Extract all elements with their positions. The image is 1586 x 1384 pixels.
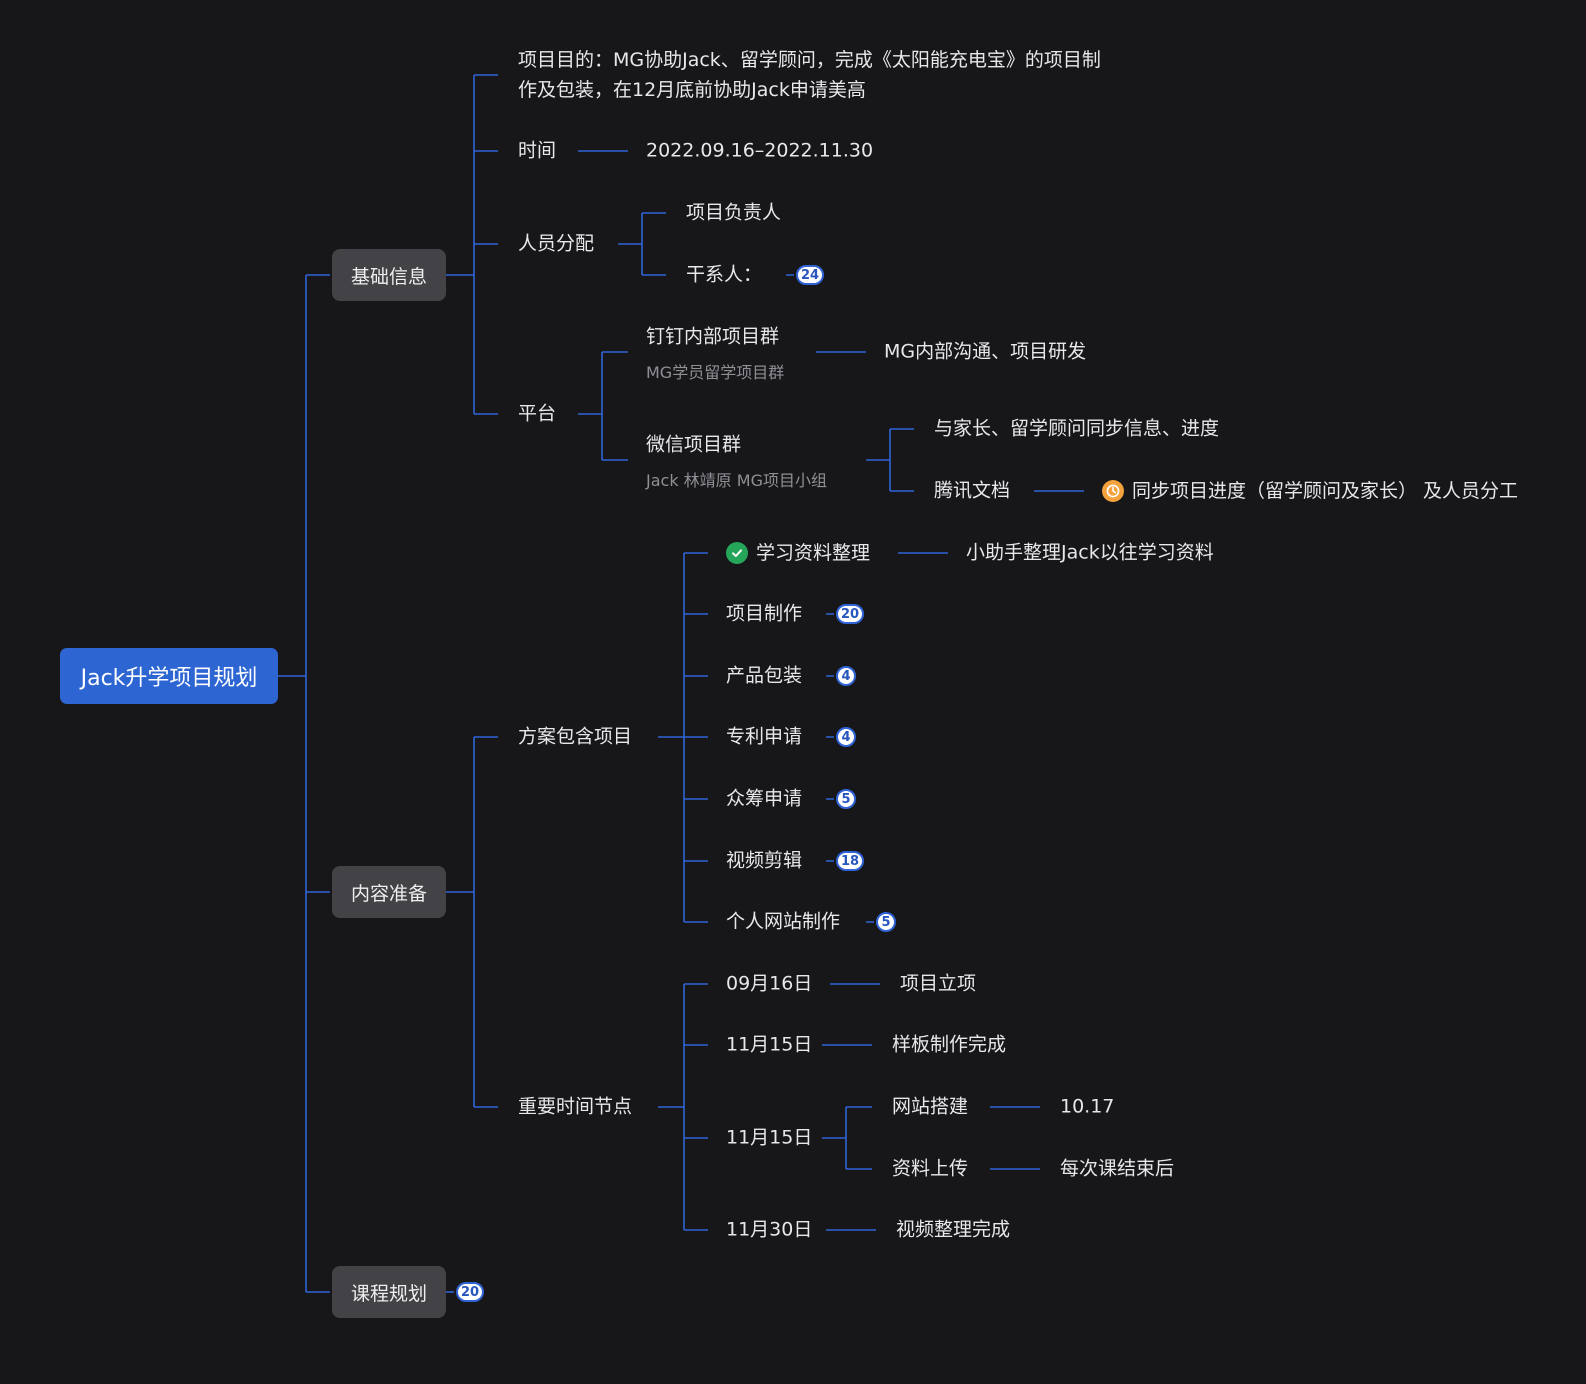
milestones-node[interactable]: 重要时间节点 [518,1095,633,1118]
sync-info-node[interactable]: 与家长、留学顾问同步信息、进度 [934,417,1220,440]
study-materials-detail-node[interactable]: 小助手整理Jack以往学习资料 [966,541,1214,564]
plan-node[interactable]: 方案包含项目 [518,725,633,748]
time-range-node[interactable]: 2022.09.16–2022.11.30 [646,139,874,162]
purpose-node[interactable]: 项目目的：MG协助Jack、留学顾问，完成《太阳能充电宝》的项目制作及包装，在1… [518,49,1101,101]
tencent-doc-note-node[interactable]: 同步项目进度（留学顾问及家长） 及人员分工 [1102,480,1518,502]
category-basic-info[interactable]: 基础信息 [332,249,446,301]
stakeholder-count-badge: 24 [796,265,825,285]
root-node[interactable]: Jack升学项目规划 [60,648,278,704]
connector-platform [578,351,866,461]
milestone-event[interactable]: 视频整理完成 [896,1218,1011,1241]
packaging-count-badge: 4 [836,666,856,686]
connector-root [278,274,330,1293]
plan-item-crowdfunding[interactable]: 众筹申请 [726,787,803,810]
category-course-plan[interactable]: 课程规划 [332,1266,446,1318]
website-count-badge: 5 [876,912,896,932]
milestone-date[interactable]: 11月15日 [726,1033,813,1056]
plan-item-website[interactable]: 个人网站制作 [726,910,841,933]
crowdfunding-count-badge: 5 [836,789,856,809]
time-node[interactable]: 时间 [518,139,557,162]
project-lead-node[interactable]: 项目负责人 [686,201,782,224]
connector-basic-info [444,74,498,415]
patent-count-badge: 4 [836,727,856,747]
milestone-date[interactable]: 11月30日 [726,1218,813,1241]
dingtalk-group-node[interactable]: 钉钉内部项目群 [646,325,780,348]
stakeholder-node[interactable]: 干系人： [686,263,763,286]
plan-item-label: 学习资料整理 [756,541,871,564]
plan-item-project-making[interactable]: 项目制作 [726,602,803,625]
milestone-event[interactable]: 样板制作完成 [892,1033,1007,1056]
tencent-doc-note-text: 同步项目进度（留学顾问及家长） 及人员分工 [1132,479,1519,502]
platform-node[interactable]: 平台 [518,402,557,425]
connector-wechat [866,428,1084,492]
milestone-date[interactable]: 09月16日 [726,972,813,995]
connector-content-prep [444,736,498,1108]
dingtalk-group-note: MG学员留学项目群 [646,363,785,382]
course-plan-count-badge: 20 [456,1282,485,1302]
staff-node[interactable]: 人员分配 [518,232,595,255]
connector-milestone-subs [822,1106,1040,1170]
connector-staff [618,212,794,276]
wechat-group-node[interactable]: 微信项目群 [646,433,742,456]
milestone-date[interactable]: 11月15日 [726,1126,813,1149]
milestone-sub-value[interactable]: 每次课结束后 [1060,1157,1175,1180]
video-editing-count-badge: 18 [836,851,865,871]
check-circle-icon [726,542,748,564]
tencent-doc-node[interactable]: 腾讯文档 [934,479,1011,502]
plan-item-video-editing[interactable]: 视频剪辑 [726,849,803,872]
plan-item-packaging[interactable]: 产品包装 [726,664,803,687]
project-making-count-badge: 20 [836,604,865,624]
connector-plan [658,552,948,923]
milestone-sub-label[interactable]: 资料上传 [892,1157,969,1180]
clock-icon [1102,480,1124,502]
plan-item-patent[interactable]: 专利申请 [726,725,803,748]
milestone-sub-value[interactable]: 10.17 [1060,1095,1115,1118]
wechat-group-note: Jack 林靖原 MG项目小组 [646,471,827,490]
milestone-event[interactable]: 项目立项 [900,972,977,995]
plan-item-study-materials[interactable]: 学习资料整理 [726,542,870,564]
connector-milestones [658,983,880,1231]
milestone-sub-label[interactable]: 网站搭建 [892,1095,969,1118]
category-content-prep[interactable]: 内容准备 [332,866,446,918]
connector-plan-badges [826,613,874,923]
dingtalk-purpose-node[interactable]: MG内部沟通、项目研发 [884,340,1087,363]
